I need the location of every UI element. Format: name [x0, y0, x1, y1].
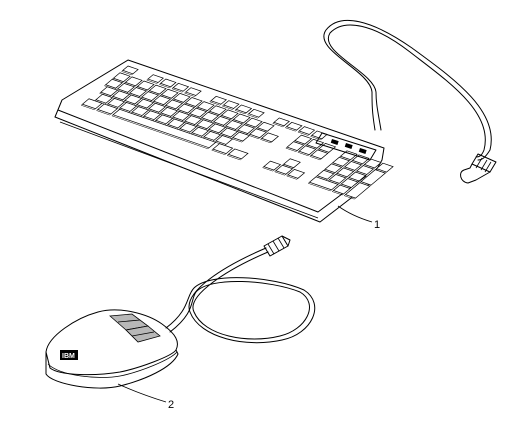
- keyboard-key: [212, 143, 234, 155]
- keyboard-key-edge: [96, 109, 112, 116]
- keyboard-key-edge: [272, 122, 285, 128]
- keyboard-key: [227, 148, 249, 160]
- keyboard-key-edge: [211, 148, 227, 155]
- keyboard-key-edge: [307, 182, 332, 192]
- keyboard: [54, 59, 394, 223]
- keyboard-key-edge: [209, 100, 222, 106]
- mouse-logo-text: IBM: [62, 353, 75, 360]
- mouse-logo-badge: [60, 350, 78, 360]
- keyboard-key-edge: [80, 104, 96, 111]
- keyboard-keys: [80, 65, 394, 200]
- keyboard-key-edge: [284, 126, 297, 132]
- keyboard-key-edge: [274, 170, 287, 176]
- keyboard-key-edge: [259, 138, 272, 144]
- keyboard-key-edge: [286, 174, 299, 180]
- keyboard-key-edge: [234, 109, 247, 115]
- keyboard-key-edge: [226, 154, 242, 161]
- keyboard-front-face: [57, 109, 367, 213]
- keyboard-key-edge: [285, 146, 298, 152]
- keyboard-key-edge: [247, 113, 260, 119]
- keyboard-connector: [460, 153, 497, 184]
- mouse-connector: [263, 235, 291, 257]
- keyboard-key-edge: [231, 137, 244, 143]
- mouse-callout-number: 2: [168, 399, 174, 411]
- mouse-body: [45, 309, 178, 376]
- keyboard-callout-leader: [337, 205, 373, 223]
- keyboard-key-edge: [343, 194, 356, 200]
- keyboard-key-edge: [262, 166, 275, 172]
- mouse-cable: [165, 247, 316, 344]
- keyboard-key-edge: [309, 155, 322, 161]
- keyboard-key-edge: [111, 114, 210, 150]
- keyboard-key-edge: [121, 70, 134, 76]
- keyboard-key-edge: [297, 130, 310, 136]
- keyboard-key-edge: [221, 104, 234, 110]
- mouse-seam: [47, 351, 178, 378]
- mouse-callout-leader: [117, 383, 167, 403]
- keyboard-key: [235, 104, 253, 114]
- keyboard-key-edge: [331, 190, 344, 196]
- keyboard-top-outline: [54, 59, 385, 161]
- keyboard-key-edge: [247, 134, 260, 140]
- keyboard-key-edge: [146, 78, 159, 84]
- keyboard-callout-number: 1: [374, 219, 380, 231]
- keyboard-key-edge: [184, 91, 197, 97]
- keyboard-key-edge: [171, 87, 184, 93]
- keyboard-key-edge: [158, 83, 171, 89]
- mouse-base: [45, 349, 179, 389]
- keyboard-cable: [323, 19, 492, 161]
- keyboard-key-edge: [310, 135, 323, 141]
- mouse: IBM: [45, 309, 179, 403]
- keyboard-key: [285, 121, 303, 131]
- keyboard-front-lip: [59, 121, 319, 219]
- keyboard-key-edge: [297, 151, 310, 157]
- indicator-panel: [315, 132, 377, 161]
